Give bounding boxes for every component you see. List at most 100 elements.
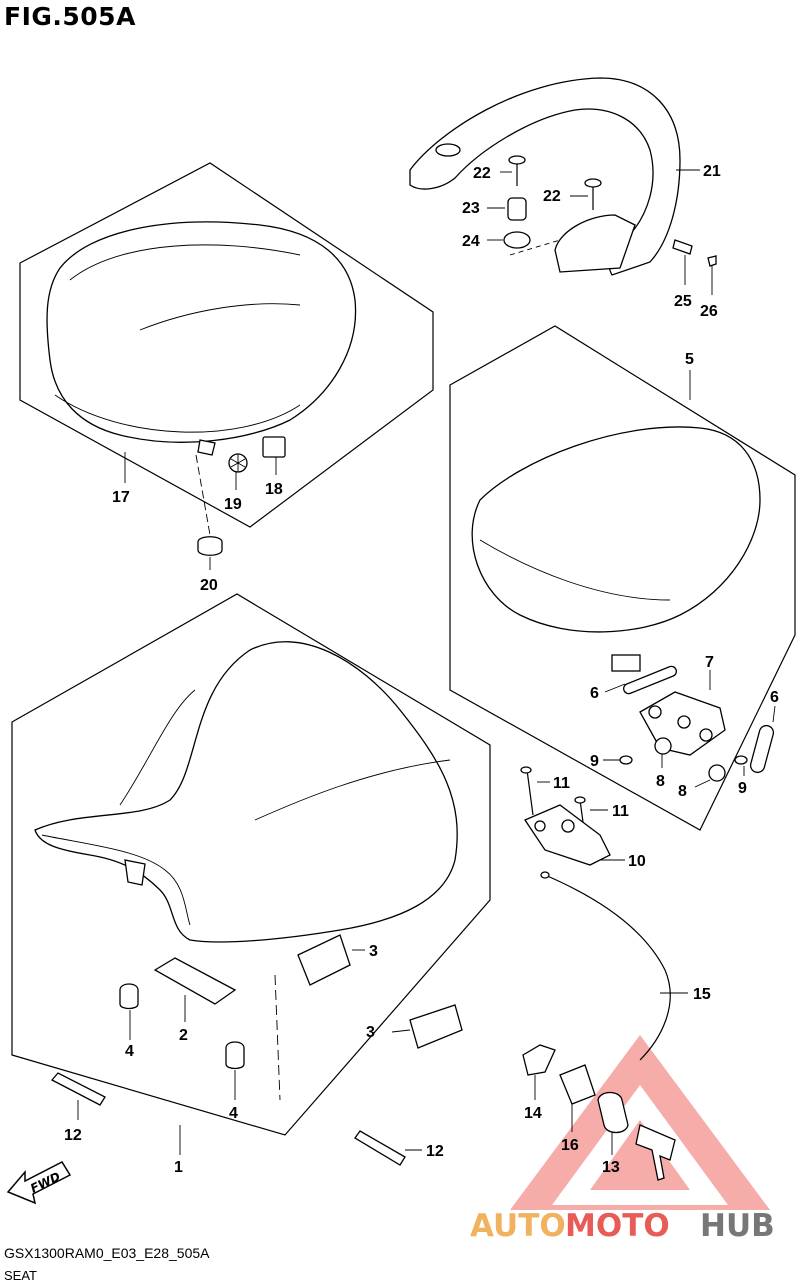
callout-7: 7 [705,654,714,671]
callout-26: 26 [700,303,718,320]
fwd-direction-arrow: FWD [6,1161,72,1205]
callout-3a: 3 [369,943,378,960]
callout-22a: 22 [473,165,491,182]
callout-12a: 12 [64,1127,82,1144]
callout-17: 17 [112,489,130,506]
rear-seat-cushion [46,221,357,443]
part-6-band-b [749,724,775,774]
callout-22b: 22 [543,188,561,205]
pillion-seat-contour [479,539,671,601]
callout-25: 25 [674,293,692,310]
callout-18: 18 [265,481,283,498]
front-seat-boundary [11,593,491,1136]
model-code: GSX1300RAM0_E03_E28_505A [4,1245,210,1261]
part-20-cushion [197,536,223,556]
callout-14: 14 [524,1105,542,1122]
leader-lines [77,169,776,1155]
part-11-bolt-a [526,769,534,816]
part-2-pad [153,957,237,1005]
seat-lock-assembly [520,766,676,1181]
figure-title: FIG.505A [4,2,136,31]
callout-1: 1 [174,1159,183,1176]
part-10-lock-bolt-a [534,820,546,832]
callout-9a: 9 [590,753,599,770]
part-22-bolt-b-head [584,178,602,188]
part-24-cushion [503,231,531,249]
front-seat-contour [254,759,451,821]
part-9-nut-b [734,755,748,765]
rear-seat-hook [197,439,216,456]
rear-seat-contour-2 [139,303,301,331]
grab-rail-lower-flange [554,214,636,273]
front-seat-cushion [34,641,458,943]
rear-seat-contour [69,244,301,281]
callout-11b: 11 [612,803,629,820]
part-23-collar [507,197,527,221]
part-3-stopper-a [297,934,351,986]
part-21-grab-rail [409,77,681,276]
part-22-bolt-a-head [508,155,526,165]
callout-11a: 11 [553,775,570,792]
part-10-lock-bolt-b [561,819,575,833]
part-11-bolt-b [579,799,584,823]
watermark-text-auto: AUTO [470,1208,566,1244]
part-3-stopper-b [409,1004,463,1049]
part-26-nut [707,255,717,267]
part-19-grommet-ribs [230,454,246,472]
fwd-arrow-shape [6,1161,72,1205]
callout-19: 19 [224,496,242,513]
watermark-triangle-core [590,1120,690,1190]
part-11-bolt-a-head [520,766,532,774]
part-8-grommet-a [654,737,672,755]
grab-rail-mount-hole-front [435,143,461,157]
callout-13: 13 [602,1159,620,1176]
pillion-seat-hook [611,654,641,672]
callout-24: 24 [462,233,480,250]
callout-12b: 12 [426,1143,444,1160]
front-seat-edge [41,834,191,926]
callout-20: 20 [200,577,218,594]
callout-15: 15 [693,986,711,1003]
callout-4a: 4 [125,1043,134,1060]
part-12-bolt-b [354,1130,406,1166]
pillion-seat-assembly [449,325,796,831]
callout-10: 10 [628,853,646,870]
callout-23: 23 [462,200,480,217]
figure-caption: SEAT [4,1268,37,1283]
callout-16: 16 [561,1137,579,1154]
pillion-seat-boundary [449,325,796,831]
pillion-seat-cushion [471,426,761,633]
front-seat-dash-line [274,974,281,1101]
callout-9b: 9 [738,780,747,797]
part-7-hole-1 [648,705,662,719]
part-14-clip [522,1044,556,1076]
callout-6a: 6 [590,685,599,702]
callout-4b: 4 [229,1105,238,1122]
callout-numbers: 21 22 22 23 24 25 26 17 18 19 20 5 7 6 6… [64,163,779,1176]
callout-2: 2 [179,1027,188,1044]
part-4-cushion-a [119,983,139,1010]
front-seat-contour-2 [119,689,196,806]
part-6-band-a [623,665,677,695]
part-7-hole-3 [699,728,713,742]
part-4-cushion-b [225,1041,245,1070]
front-seat-tab [124,859,146,886]
part-13-lock-cylinder [597,1091,629,1134]
part-18-bumper [262,436,286,458]
rear-seat-boundary [19,162,434,528]
part-9-nut-a [619,755,633,765]
part-7-hole-2 [677,715,691,729]
callout-6b: 6 [770,689,779,706]
part-11-bolt-b-head [574,796,586,804]
part-13-key [635,1124,676,1181]
grab-rail-assembly [409,77,717,276]
part-25-bolt [672,239,693,255]
front-seat-assembly [11,593,491,1166]
callout-3b: 3 [366,1024,375,1041]
part-15-cable [544,874,671,1061]
part-16-holder [559,1064,596,1105]
watermark-text-hub: HUB [700,1208,775,1244]
part-8-grommet-b [708,764,726,782]
part-12-bolt-a [50,1072,106,1106]
